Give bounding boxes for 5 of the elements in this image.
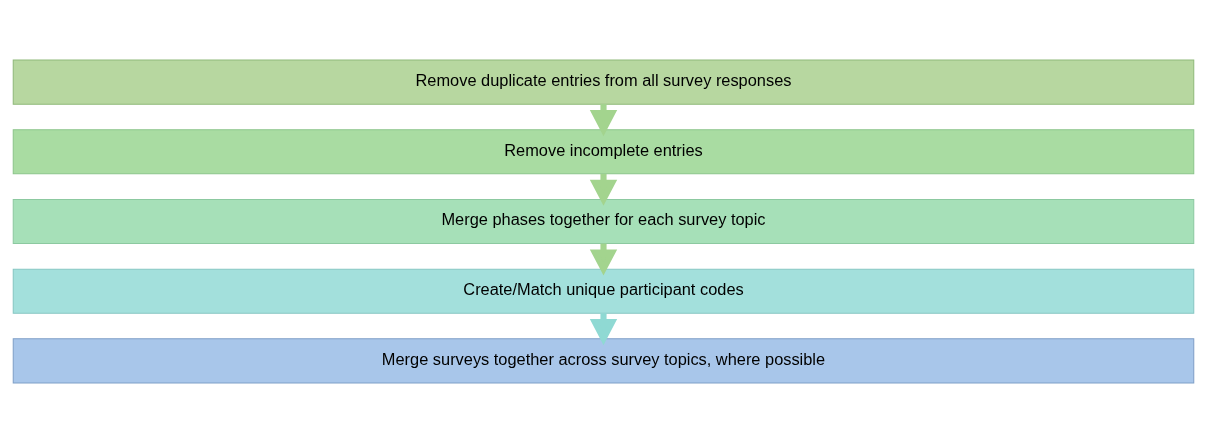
- node-box: Create/Match unique participant codes: [12, 268, 1195, 314]
- node-box: Merge phases together for each survey topic: [12, 198, 1195, 245]
- node-box: Merge surveys together across survey topics, where possible: [12, 338, 1195, 384]
- node-box: Remove incomplete entries: [12, 129, 1195, 175]
- node-box: Remove duplicate entries from all survey responses: [12, 59, 1195, 105]
